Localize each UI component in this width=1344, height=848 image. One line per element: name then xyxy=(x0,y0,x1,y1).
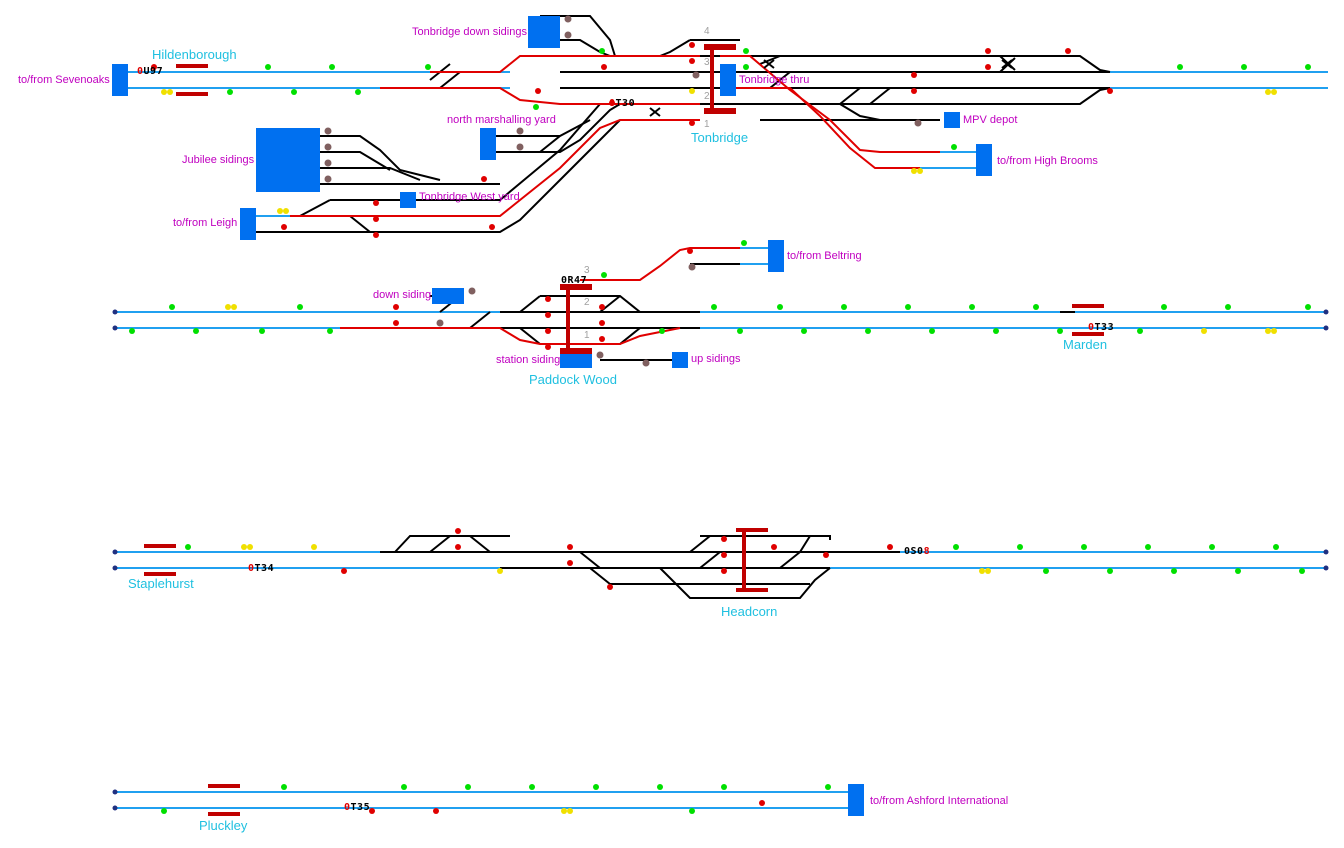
staplehurst-station: Staplehurst xyxy=(128,576,194,591)
mpv-depot-label: MPV depot xyxy=(963,114,1018,126)
signals-clear xyxy=(129,48,1311,814)
paddock-wood-platform-2: 2 xyxy=(584,297,590,308)
pw-route-beltring xyxy=(580,247,740,281)
platforms xyxy=(144,44,1104,816)
pluckley-station: Pluckley xyxy=(199,818,248,833)
marden-station: Marden xyxy=(1063,337,1108,352)
headcorn-station: Headcorn xyxy=(721,604,778,619)
route-down-main xyxy=(430,55,700,73)
tonbridge-thru-label: Tonbridge thru xyxy=(739,74,810,86)
north-marshalling-yard-label: north marshalling yard xyxy=(447,114,556,126)
pw-route-up xyxy=(340,327,681,345)
train-headcode[interactable]: 0T33 xyxy=(1088,322,1115,333)
route-leigh xyxy=(290,119,700,217)
route-up-main xyxy=(380,87,700,105)
tonbridge-platform-1: 1 xyxy=(704,119,710,130)
tonbridge-area xyxy=(120,15,1328,233)
station-siding-label: station siding xyxy=(496,354,561,366)
headcorn-area xyxy=(115,535,1328,599)
tonbridge-platform-3: 3 xyxy=(704,57,710,68)
beltring-label: to/from Beltring xyxy=(787,250,862,262)
leigh-label: to/from Leigh xyxy=(173,217,238,229)
crossovers xyxy=(649,59,1013,117)
train-headcode[interactable]: 0T34 xyxy=(248,563,275,574)
paddock-wood-platform-1: 1 xyxy=(584,330,590,341)
tonbridge-down-sidings-label: Tonbridge down sidings xyxy=(412,26,527,38)
sevenoaks-label: to/from Sevenoaks xyxy=(18,74,110,86)
train-headcode[interactable]: 0R47 xyxy=(561,275,588,286)
pluckley-area xyxy=(115,791,855,809)
shunt-signals xyxy=(324,15,922,367)
signals-caution xyxy=(161,88,1277,814)
tonbridge-platform-4: 4 xyxy=(704,26,710,37)
tonbridge-platform-2: 2 xyxy=(704,91,710,102)
route-high-brooms-down xyxy=(720,55,940,153)
paddock-wood-area xyxy=(115,247,1328,361)
up-sidings-label: up sidings xyxy=(691,353,741,365)
train-headcode[interactable]: 0U97 xyxy=(137,66,164,77)
tonbridge-station: Tonbridge xyxy=(691,130,749,145)
paddock-wood-station: Paddock Wood xyxy=(529,372,617,387)
line-ends xyxy=(112,309,1329,811)
jubilee-sidings-label: Jubilee sidings xyxy=(182,154,255,166)
tonbridge-west-yard-label: Tonbridge West yard xyxy=(419,191,520,203)
high-brooms-label: to/from High Brooms xyxy=(997,155,1098,167)
route-high-brooms-up xyxy=(720,87,920,169)
paddock-wood-platform-3: 3 xyxy=(584,265,590,276)
down-siding-label: down siding xyxy=(373,289,432,301)
train-headcode[interactable]: 0S08 xyxy=(904,546,931,557)
signals-danger xyxy=(151,42,1113,814)
train-headcode[interactable]: 0T30 xyxy=(609,98,636,109)
ashford-label: to/from Ashford International xyxy=(870,795,1009,807)
hildenborough-station: Hildenborough xyxy=(152,47,237,62)
train-headcode[interactable]: 0T35 xyxy=(344,802,371,813)
boundary-blocks xyxy=(112,16,992,816)
